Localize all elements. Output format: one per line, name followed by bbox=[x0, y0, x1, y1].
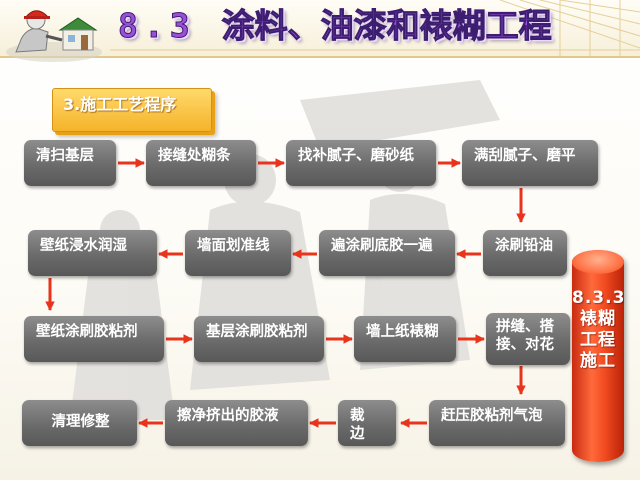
sidebar-section-cylinder: 8.3.3裱糊工程施工 bbox=[572, 250, 624, 462]
step-label: 遍涂刷底胶一遍 bbox=[331, 238, 433, 254]
step-label: 裁边 bbox=[350, 408, 365, 442]
step-label: 涂刷铅油 bbox=[495, 238, 553, 254]
step-label: 清扫基层 bbox=[36, 148, 94, 164]
step-label: 墙上纸裱糊 bbox=[366, 324, 439, 340]
step-label: 基层涂刷胶粘剂 bbox=[206, 324, 308, 340]
step-node-1: 清扫基层 bbox=[24, 140, 116, 186]
step-node-3: 找补腻子、磨砂纸 bbox=[286, 140, 436, 186]
step-label: 擦净挤出的胶液 bbox=[177, 408, 279, 424]
sidebar-label: 8.3.3裱糊工程施工 bbox=[572, 288, 624, 371]
step-node-7: 墙面划准线 bbox=[185, 230, 291, 276]
step-node-2: 接缝处糊条 bbox=[146, 140, 256, 186]
step-node-16: 清理修整 bbox=[22, 400, 137, 446]
cylinder-cap bbox=[572, 250, 624, 274]
step-label: 清理修整 bbox=[51, 414, 110, 430]
step-label: 壁纸浸水润湿 bbox=[40, 238, 127, 254]
worker-house-logo-icon bbox=[6, 10, 102, 62]
step-node-11: 墙上纸裱糊 bbox=[354, 316, 456, 362]
step-label: 赶压胶粘剂气泡 bbox=[441, 408, 543, 424]
step-node-5: 涂刷铅油 bbox=[483, 230, 567, 276]
step-label: 墙面划准线 bbox=[197, 238, 270, 254]
step-node-4: 满刮腻子、磨平 bbox=[462, 140, 598, 186]
step-node-8: 壁纸浸水润湿 bbox=[28, 230, 157, 276]
grid-decoration bbox=[110, 0, 640, 56]
step-label: 满刮腻子、磨平 bbox=[474, 148, 576, 164]
step-label: 找补腻子、磨砂纸 bbox=[298, 148, 414, 164]
section-label-box: 3.施工工艺程序 bbox=[52, 88, 212, 132]
step-node-15: 擦净挤出的胶液 bbox=[165, 400, 308, 446]
header-bar: 8.3 涂料、油漆和裱糊工程 bbox=[0, 0, 640, 58]
step-node-13: 赶压胶粘剂气泡 bbox=[429, 400, 565, 446]
step-node-12: 拼缝、搭接、对花 bbox=[486, 313, 570, 365]
step-node-6: 遍涂刷底胶一遍 bbox=[319, 230, 455, 276]
page-title: 8.3 涂料、油漆和裱糊工程 bbox=[118, 4, 553, 48]
step-label: 壁纸涂刷胶粘剂 bbox=[36, 324, 138, 340]
step-label: 拼缝、搭接、对花 bbox=[496, 319, 554, 353]
step-node-10: 基层涂刷胶粘剂 bbox=[194, 316, 324, 362]
step-node-14: 裁边 bbox=[338, 400, 396, 446]
step-label: 接缝处糊条 bbox=[158, 148, 231, 164]
title-text: 涂料、油漆和裱糊工程 bbox=[221, 6, 552, 46]
section-number: 8.3 bbox=[118, 6, 196, 46]
step-node-9: 壁纸涂刷胶粘剂 bbox=[24, 316, 164, 362]
section-label: 3.施工工艺程序 bbox=[63, 95, 177, 114]
